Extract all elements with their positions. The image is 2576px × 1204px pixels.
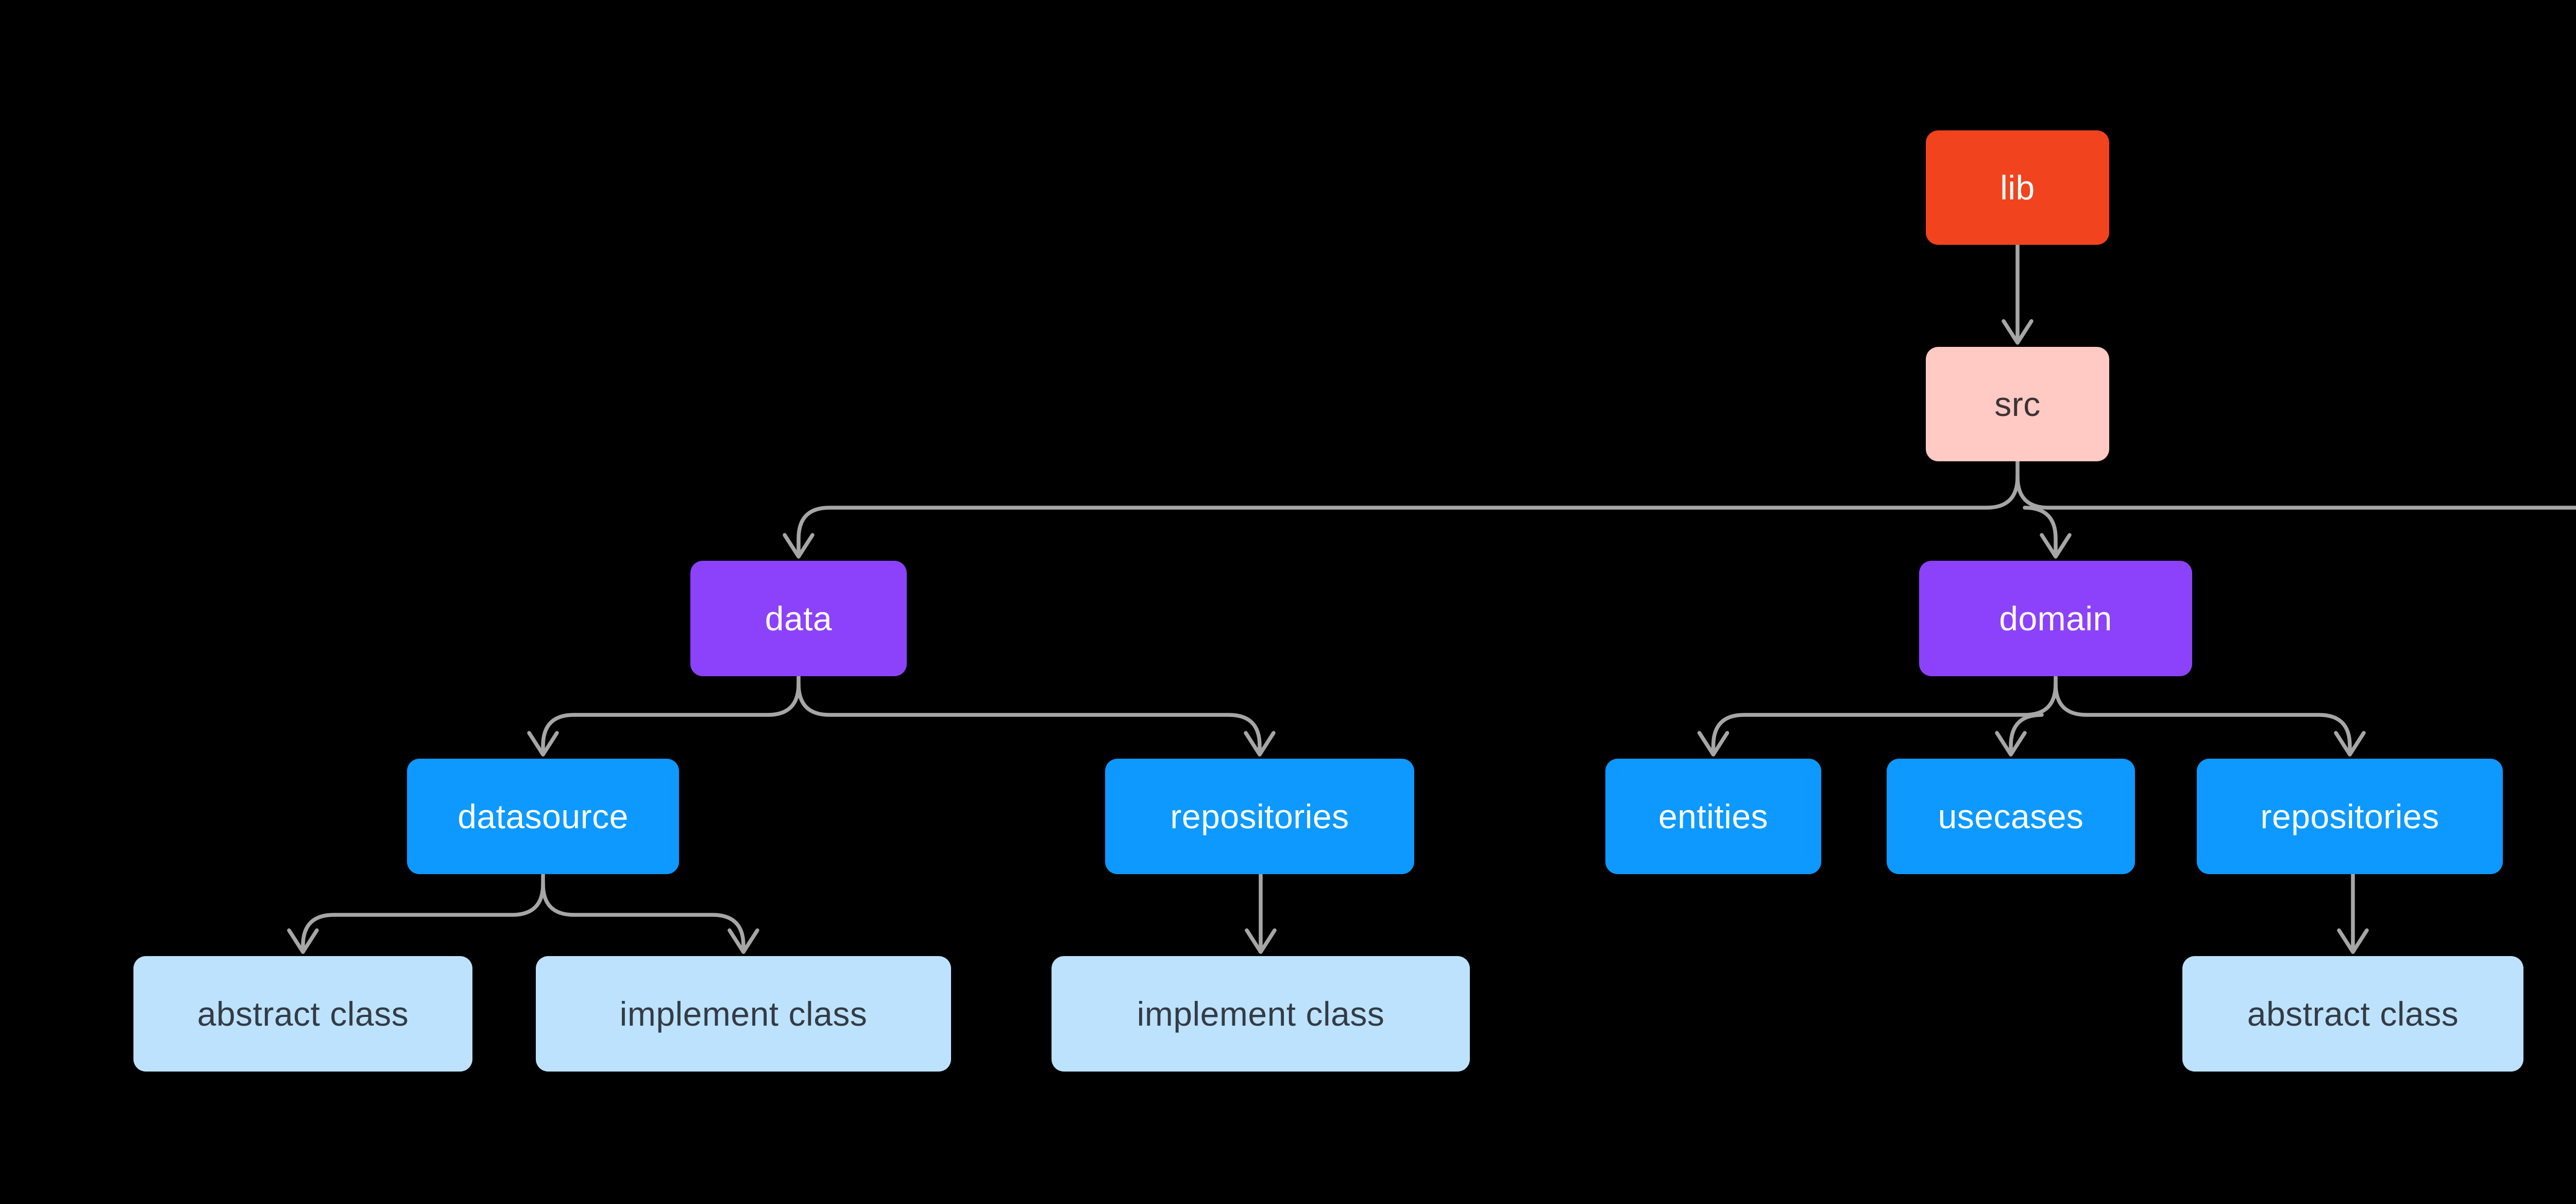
node-label: usecases [1938, 797, 2084, 835]
edge-src-core [2015, 475, 2576, 510]
node-repositories_data: repositories [1105, 759, 1414, 874]
node-abstract_data: abstract class [133, 956, 472, 1072]
node-usecases: usecases [1887, 759, 2135, 874]
node-label: implement class [1137, 995, 1385, 1033]
node-src: src [1926, 347, 2109, 461]
node-implement_repo: implement class [1052, 956, 1470, 1072]
node-label: implement class [619, 995, 868, 1033]
node-label: abstract class [2247, 995, 2459, 1033]
edge-data-repositories_data-arrowhead [1244, 731, 1276, 757]
node-label: repositories [1170, 797, 1349, 835]
edge-domain-repositories_domain [2054, 682, 2352, 755]
node-label: data [765, 599, 833, 638]
node-datasource: datasource [407, 759, 679, 874]
node-label: repositories [2260, 797, 2439, 835]
node-label: abstract class [197, 995, 409, 1033]
edge-data-datasource-arrowhead [527, 731, 559, 757]
edge-repositories_data-implement_repo-arrowhead [1245, 928, 1277, 954]
edge-lib-src-arrowhead [2002, 319, 2033, 345]
node-label: datasource [457, 797, 629, 835]
edge-domain-repositories_domain-arrowhead [2334, 731, 2366, 757]
edge-src-data [796, 475, 2020, 557]
node-label: src [1994, 385, 2041, 423]
edge-domain-entities [1711, 682, 2058, 755]
node-entities: entities [1605, 759, 1821, 874]
node-implement_data: implement class [536, 956, 951, 1072]
edge-datasource-implement_data-arrowhead [727, 928, 759, 954]
edge-domain-usecases-arrowhead [1995, 731, 2027, 757]
edge-domain-entities-arrowhead [1697, 731, 1730, 757]
edge-src-domain-arrowhead [2040, 533, 2072, 559]
edge-domain-usecases [2009, 713, 2044, 755]
node-label: entities [1658, 797, 1769, 835]
node-lib: lib [1926, 130, 2109, 245]
node-data: data [690, 561, 907, 676]
edge-datasource-implement_data [541, 882, 745, 952]
node-label: lib [2000, 169, 2035, 207]
edge-src-data-arrowhead [783, 533, 815, 559]
edge-src-domain [2023, 506, 2058, 557]
edge-datasource-abstract_data [301, 882, 545, 952]
node-domain: domain [1919, 561, 2192, 676]
node-repositories_domain: repositories [2197, 759, 2503, 874]
edge-repositories_domain-abstract_domain-arrowhead [2337, 928, 2369, 954]
edge-data-repositories_data [796, 682, 1262, 755]
edge-data-datasource [541, 682, 801, 755]
node-abstract_domain: abstract class [2182, 956, 2523, 1072]
node-label: domain [1999, 599, 2112, 638]
edge-datasource-abstract_data-arrowhead [287, 928, 319, 954]
